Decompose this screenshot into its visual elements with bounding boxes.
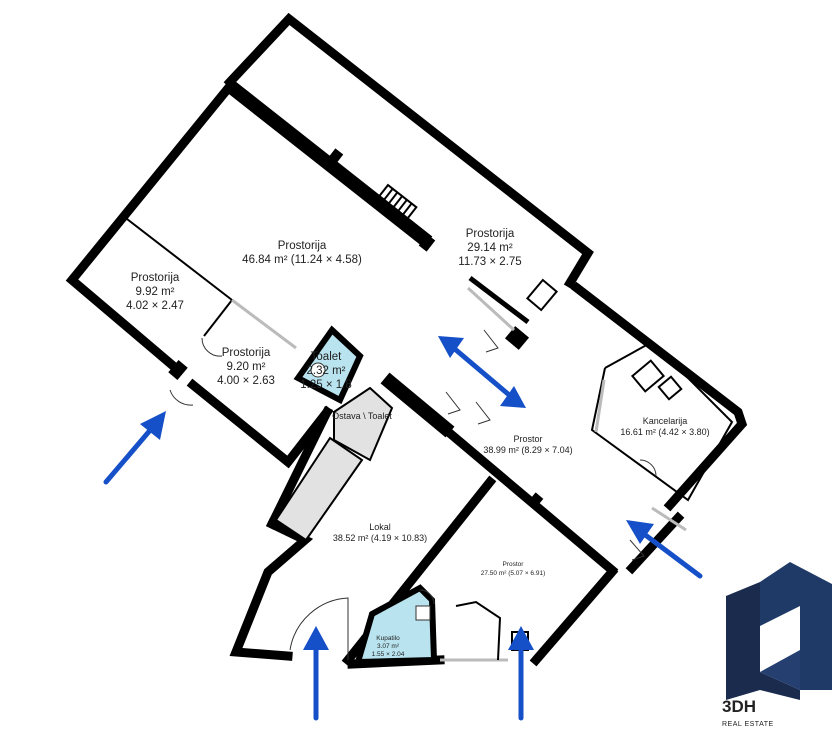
- wall-southeast: [529, 565, 619, 667]
- door-swing-icon: [475, 401, 491, 425]
- toilet-bowl-icon: [310, 362, 326, 378]
- entrance-arrow-icon: [508, 626, 534, 721]
- wall-column: [526, 492, 544, 510]
- room-area: 38.52 m² (4.19 × 10.83): [333, 533, 427, 543]
- wall-partition: [455, 600, 502, 661]
- room-name: Prostor: [503, 561, 525, 568]
- chair-icon: [657, 375, 683, 401]
- room-name: Prostorija: [278, 240, 327, 252]
- wall-column: [504, 326, 530, 350]
- room-label-office: Kancelarija 16.61 m² (4.42 × 3.80): [620, 416, 709, 437]
- room-name: Prostor: [513, 434, 542, 444]
- room-label-main: Prostorija 46.84 m² (11.24 × 4.58): [242, 240, 362, 266]
- room-label-prostor-small: Prostor 27.50 m² (5.07 × 6.91): [481, 561, 546, 577]
- door-swing-icon: [445, 391, 461, 415]
- room-label-toilet: Toalet 2.32 m² 1.25 × 1.8: [300, 351, 351, 391]
- room-area: 29.14 m²: [467, 242, 513, 254]
- room-dims: 4.00 × 2.63: [217, 375, 275, 387]
- room-area: 38.99 m² (8.29 × 7.04): [483, 445, 572, 455]
- house-logo-icon: [726, 562, 832, 700]
- sink-icon: [525, 278, 559, 312]
- room-area: 9.20 m²: [227, 361, 266, 373]
- room-area: 9.92 m²: [136, 286, 175, 298]
- room-dims: 4.02 × 2.47: [126, 300, 184, 312]
- glass-partition: [594, 379, 606, 433]
- brand-logo: 3DH REAL ESTATE: [722, 562, 832, 728]
- door-swing-icon: [201, 337, 223, 357]
- stairs-icon: [374, 183, 418, 225]
- floor-plan-walls: [65, 12, 748, 669]
- wall-lokal-west: [229, 517, 314, 661]
- glass-partition: [231, 298, 297, 350]
- floor-plan-fixtures: [169, 183, 687, 666]
- room-area: 27.50 m² (5.07 × 6.91): [481, 570, 546, 577]
- wall-central-long: [433, 418, 619, 577]
- wall-top-room: [223, 12, 594, 290]
- room-name: Lokal: [369, 522, 391, 532]
- entrance-arrow-icon: [103, 411, 166, 485]
- room-name: Prostorija: [466, 228, 515, 240]
- wall-divider-right: [468, 276, 530, 324]
- storage-shelf-lokal: [274, 436, 364, 542]
- room-dims: 1.55 × 2.04: [372, 651, 405, 658]
- door-swing-icon: [169, 389, 194, 406]
- wall-column: [326, 148, 344, 166]
- room-area: 2.32 m²: [307, 365, 346, 377]
- room-area: 16.61 m² (4.42 × 3.80): [620, 427, 709, 437]
- room-label-lokal: Lokal 38.52 m² (4.19 × 10.83): [333, 522, 427, 543]
- door-swing-icon: [639, 459, 657, 477]
- room-name: Prostorija: [131, 272, 180, 284]
- double-arrow-icon: [438, 336, 526, 408]
- glass-partition: [466, 286, 516, 332]
- room-labels: Prostorija 29.14 m² 11.73 × 2.75 Prostor…: [126, 228, 710, 658]
- room-dims: 11.73 × 2.75: [458, 256, 521, 268]
- room-dims: 1.25 × 1.8: [300, 379, 351, 391]
- wall-east: [570, 281, 748, 512]
- room-label-top-right: Prostorija 29.14 m² 11.73 × 2.75: [458, 228, 521, 268]
- wall-lokal-west-upper: [265, 405, 334, 531]
- room-label-storage: Ostava \ Toalet: [332, 411, 392, 421]
- room-label-small-left: Prostorija 9.92 m² 4.02 × 2.47: [126, 272, 184, 312]
- desk-icon: [630, 359, 666, 393]
- brand-name: 3DH: [722, 697, 756, 716]
- wall-column: [168, 360, 188, 380]
- door-swing-icon: [629, 539, 645, 561]
- room-name: Prostorija: [222, 347, 271, 359]
- brand-tagline: REAL ESTATE: [722, 721, 774, 728]
- entrance-arrow-icon: [303, 626, 329, 721]
- room-area: 46.84 m² (11.24 × 4.58): [242, 254, 362, 266]
- toilet-room-fill: [293, 325, 364, 405]
- room-name: Toalet: [311, 351, 342, 363]
- wall-inner-small-rooms: [126, 218, 233, 301]
- storage-shelf: [333, 386, 394, 462]
- room-label-small-center: Prostorija 9.20 m² 4.00 × 2.63: [217, 347, 275, 387]
- room-name: Kupatilo: [376, 635, 400, 642]
- wall-left-room: [65, 79, 237, 377]
- bathroom-fill: [353, 584, 438, 666]
- wall-inner-small-rooms: [203, 299, 233, 337]
- toilet-bowl-icon: [415, 605, 431, 621]
- room-area: 3.07 m²: [377, 643, 400, 650]
- entrance-arrows: [103, 336, 703, 721]
- room-name: Kancelarija: [643, 416, 688, 426]
- door-swing-icon: [483, 329, 499, 353]
- door-swing-icon: [419, 589, 435, 605]
- door-swing-icon: [289, 597, 349, 660]
- entrance-arrow-icon: [626, 520, 703, 579]
- room-label-prostor-large: Prostor 38.99 m² (8.29 × 7.04): [483, 434, 572, 455]
- wall-office: [590, 340, 734, 502]
- wall-column: [418, 234, 436, 252]
- room-label-bathroom: Kupatilo 3.07 m² 1.55 × 2.04: [372, 635, 405, 658]
- glass-partition: [651, 506, 687, 532]
